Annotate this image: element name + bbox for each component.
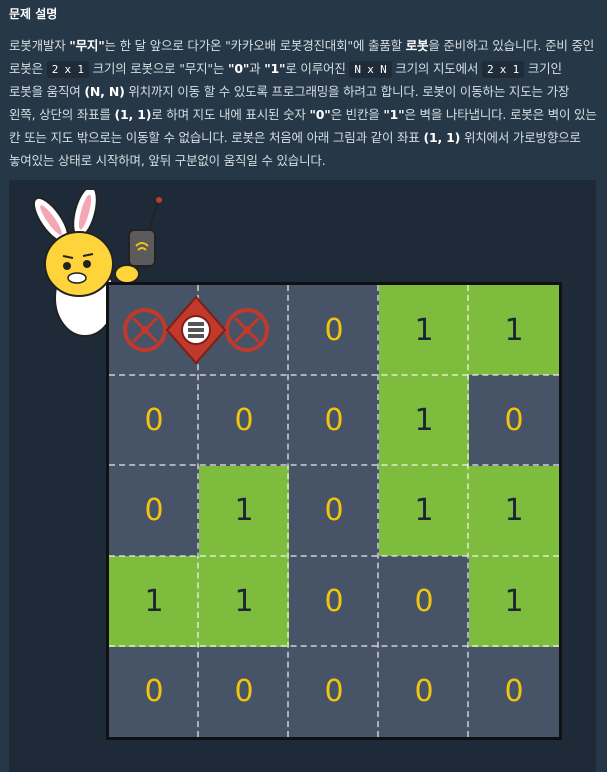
problem-description: 로봇개발자 "무지"는 한 달 앞으로 다가온 "카카오배 로봇경진대회"에 출…: [9, 38, 597, 168]
grid-cell-5-2: 0: [199, 646, 289, 737]
grid-cell-2-3: 0: [289, 375, 379, 466]
rabbit-mascot-icon: [32, 190, 162, 337]
map-grid-frame: 0 1 1 0 0 0 1 0 0 1 0 1 1 1 1 0 0 1 0 0 …: [106, 282, 562, 740]
grid-cell-3-3: 0: [289, 465, 379, 557]
grid-cell-2-4: 1: [379, 375, 469, 466]
grid-cell-1-4: 1: [379, 285, 469, 376]
grid-cell-4-2: 1: [199, 556, 289, 647]
grid-cell-1-3: 0: [289, 285, 379, 376]
section-title: 문제 설명: [9, 7, 58, 21]
map-grid: 0 1 1 0 0 0 1 0 0 1 0 1 1 1 1 0 0 1 0 0 …: [109, 285, 559, 737]
grid-cell-2-5: 0: [469, 375, 559, 466]
grid-dash-line: [377, 285, 379, 737]
code-robot-size: 2 x 1: [46, 61, 89, 78]
grid-dash-line: [109, 645, 559, 647]
grid-dash-line: [109, 555, 559, 557]
grid-cell-4-4: 0: [379, 556, 469, 647]
grid-cell-3-1: 0: [109, 465, 199, 557]
grid-cell-4-5: 1: [469, 556, 559, 647]
grid-cell-2-2: 0: [199, 375, 289, 466]
grid-cell-2-1: 0: [109, 375, 199, 466]
grid-cell-3-4: 1: [379, 465, 469, 557]
grid-dash-line: [197, 285, 199, 737]
grid-dash-line: [467, 285, 469, 737]
grid-cell-5-4: 0: [379, 646, 469, 737]
robot-icon: [123, 295, 269, 365]
code-robot-size-2: 2 x 1: [481, 61, 525, 78]
grid-cell-3-2: 1: [199, 465, 289, 557]
grid-cell-5-5: 0: [469, 646, 559, 737]
grid-cell-5-1: 0: [109, 646, 199, 737]
grid-dash-line: [287, 285, 289, 737]
grid-cell-3-5: 1: [469, 465, 559, 557]
grid-dash-line: [109, 374, 559, 376]
map-figure: 0 1 1 0 0 0 1 0 0 1 0 1 1 1 1 0 0 1 0 0 …: [9, 180, 596, 772]
grid-cell-1-5: 1: [469, 285, 559, 376]
grid-cell-4-3: 0: [289, 556, 379, 647]
code-map-size: N x N: [349, 61, 392, 78]
grid-dash-line: [109, 464, 559, 466]
grid-cell-5-3: 0: [289, 646, 379, 737]
grid-cell-4-1: 1: [109, 556, 199, 647]
